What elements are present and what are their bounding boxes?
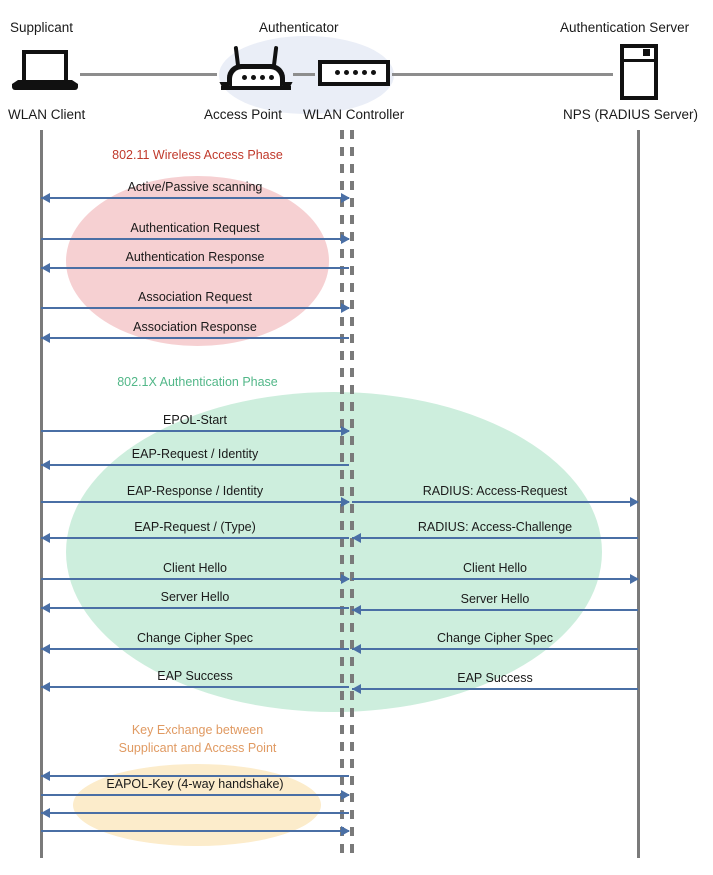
message-line <box>41 830 349 832</box>
arrow-head-left <box>41 192 50 203</box>
message-label: EAP-Response / Identity <box>126 484 264 498</box>
phase-label-key-exchange-line1: Key Exchange between <box>131 723 264 737</box>
arrow-head-left <box>352 604 361 615</box>
message-line <box>41 238 349 240</box>
message-label: RADIUS: Access-Request <box>422 484 568 498</box>
message-line <box>352 688 638 690</box>
wlan-controller-icon <box>318 60 390 86</box>
access-point-icon <box>219 45 293 94</box>
actor-role-authentication-server: Authentication Server <box>560 20 690 35</box>
message-line <box>41 648 349 650</box>
actor-device-wlan-client: WLAN Client <box>8 107 86 122</box>
message-label: Server Hello <box>160 590 230 604</box>
message-label: Association Request <box>138 290 252 304</box>
message-label: Authentication Response <box>125 250 265 264</box>
phase-label-key-exchange: Key Exchange between Supplicant and Acce… <box>66 721 329 757</box>
message-label: Change Cipher Spec <box>436 631 554 645</box>
arrow-head-right <box>341 825 350 836</box>
message-line <box>352 609 638 611</box>
message-line <box>41 267 349 269</box>
arrow-head-right <box>341 233 350 244</box>
message-label: Server Hello <box>460 592 530 606</box>
phase-ellipse-key-exchange <box>73 764 321 846</box>
actor-role-authenticator: Authenticator <box>259 20 339 35</box>
phase-label-wireless-access: 802.11 Wireless Access Phase <box>112 148 283 162</box>
arrow-head-left <box>352 532 361 543</box>
arrow-head-right <box>630 573 639 584</box>
arrow-head-right <box>341 425 350 436</box>
message-label: EPOL-Start <box>163 413 227 427</box>
arrow-head-left <box>41 602 50 613</box>
phase-label-dot1x-auth: 802.1X Authentication Phase <box>117 375 278 389</box>
laptop-icon <box>12 50 78 92</box>
lifeline-wlan-controller <box>350 130 354 858</box>
arrow-head-left <box>41 262 50 273</box>
arrow-head-right <box>341 573 350 584</box>
lifeline-supplicant <box>40 130 43 858</box>
arrow-head-right <box>341 192 350 203</box>
message-line <box>41 430 349 432</box>
actor-device-nps-radius-server: NPS (RADIUS Server) <box>563 107 699 122</box>
message-line <box>41 578 349 580</box>
message-label: EAP Success <box>457 671 533 685</box>
lifeline-access-point <box>340 130 344 858</box>
message-line <box>352 537 638 539</box>
arrow-head-left <box>41 681 50 692</box>
message-line <box>41 686 349 688</box>
actor-device-access-point: Access Point <box>204 107 283 122</box>
message-line <box>41 607 349 609</box>
message-line <box>41 775 349 777</box>
wire-client-to-ap <box>80 73 217 76</box>
message-line <box>41 307 349 309</box>
actor-device-wlan-controller: WLAN Controller <box>303 107 405 122</box>
message-line <box>41 501 349 503</box>
message-line <box>41 537 349 539</box>
message-line <box>352 578 638 580</box>
arrow-head-left <box>352 683 361 694</box>
message-label: EAP Success <box>157 669 233 683</box>
message-line <box>41 337 349 339</box>
message-line <box>352 501 638 503</box>
arrow-head-left <box>41 532 50 543</box>
arrow-head-right <box>341 302 350 313</box>
arrow-head-left <box>41 807 50 818</box>
message-label: Client Hello <box>463 561 527 575</box>
arrow-head-left <box>352 643 361 654</box>
arrow-head-left <box>41 459 50 470</box>
message-label: Association Response <box>133 320 257 334</box>
message-label: Authentication Request <box>130 221 260 235</box>
message-line <box>41 812 349 814</box>
wire-ap-to-controller <box>293 73 315 76</box>
arrow-head-left <box>41 332 50 343</box>
lifeline-authentication-server <box>637 130 640 858</box>
server-icon <box>620 44 658 100</box>
arrow-head-left <box>41 770 50 781</box>
message-label: Client Hello <box>163 561 227 575</box>
phase-ellipse-wireless-access <box>66 176 329 346</box>
phase-ellipse-dot1x-auth <box>66 392 602 712</box>
wire-controller-to-server <box>392 73 613 76</box>
arrow-head-left <box>41 643 50 654</box>
message-label: RADIUS: Access-Challenge <box>417 520 573 534</box>
message-label: EAPOL-Key (4-way handshake) <box>106 777 284 791</box>
message-label: Active/Passive scanning <box>127 180 263 194</box>
arrow-head-right <box>341 789 350 800</box>
message-line <box>41 197 349 199</box>
arrow-head-right <box>341 496 350 507</box>
message-label: Change Cipher Spec <box>136 631 254 645</box>
message-label: EAP-Request / (Type) <box>134 520 256 534</box>
actor-role-supplicant: Supplicant <box>10 20 74 35</box>
message-line <box>41 794 349 796</box>
message-line <box>352 648 638 650</box>
message-label: EAP-Request / Identity <box>131 447 259 461</box>
arrow-head-right <box>630 496 639 507</box>
phase-label-key-exchange-line2: Supplicant and Access Point <box>118 741 277 755</box>
message-line <box>41 464 349 466</box>
